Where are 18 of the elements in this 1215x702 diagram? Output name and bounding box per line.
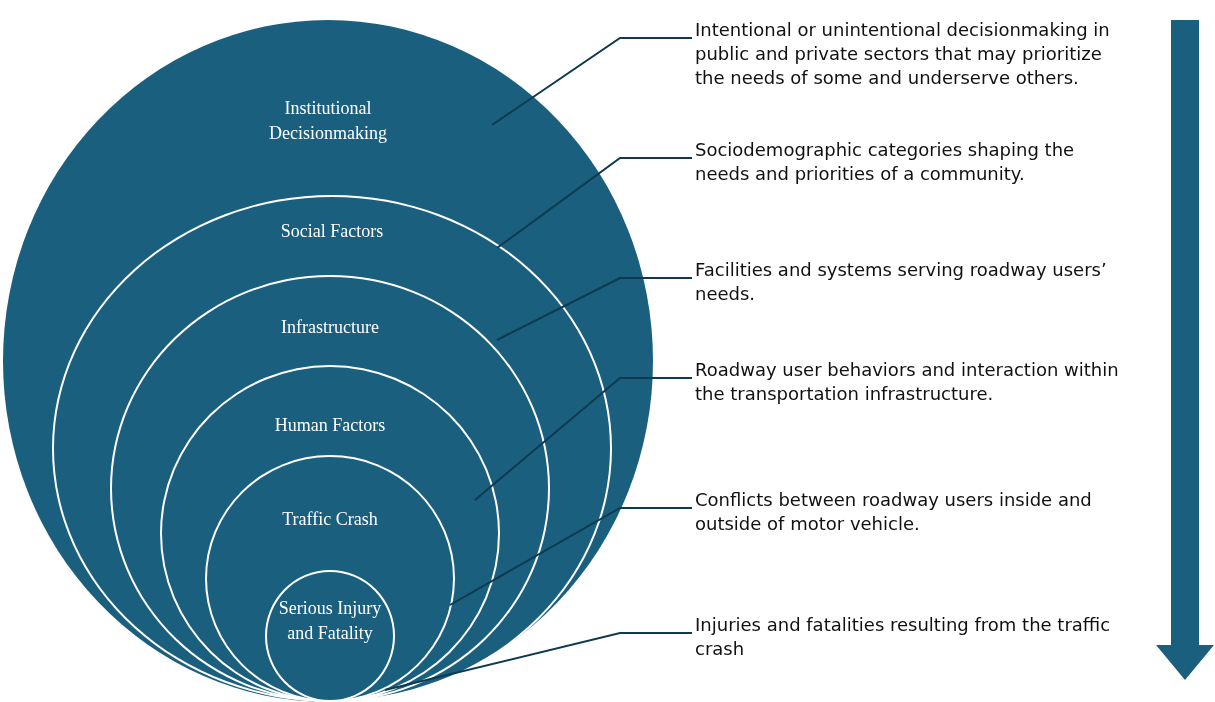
circle-label: Institutional Decisionmaking <box>268 97 388 145</box>
leader-line <box>449 507 693 606</box>
description-text: Injuries and fatalities resulting from the traffic crash <box>695 613 1120 661</box>
description-text: Facilities and systems serving roadway users’ needs. <box>695 258 1120 306</box>
circle-label: Infrastructure <box>280 316 380 339</box>
circle-label: Human Factors <box>273 414 387 437</box>
description-text: Sociodemographic categories shaping the needs and priorities of a community. <box>695 138 1120 186</box>
description-text: Conflicts between roadway users inside and outside of motor vehicle. <box>695 488 1120 536</box>
leader-line <box>491 37 693 126</box>
circle-label: Social Factors <box>279 220 385 243</box>
description-text: Roadway user behaviors and interaction within the transportation infrastructure. <box>695 358 1120 406</box>
leader-line <box>496 157 693 249</box>
leader-line <box>384 632 693 691</box>
circle-label: Serious Injury and Fatality <box>277 597 383 645</box>
leader-line <box>474 377 693 501</box>
description-text: Intentional or unintentional decisionmaking in public and private sectors that may prioritize the needs of some and underserve others. <box>695 18 1120 90</box>
circle-label: Traffic Crash <box>281 508 379 531</box>
leader-line <box>496 277 693 341</box>
